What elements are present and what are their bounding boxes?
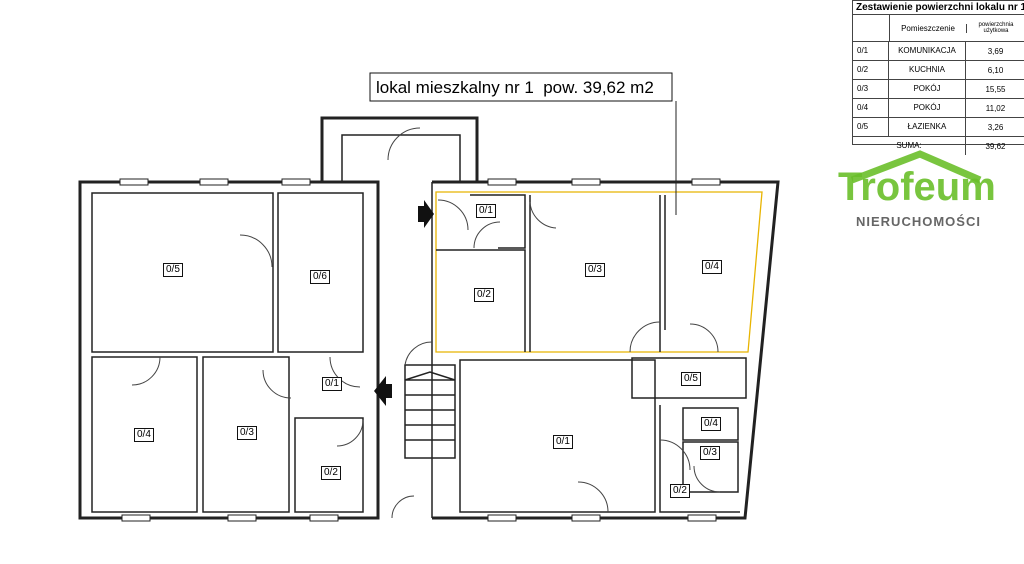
room-label: 0/2 xyxy=(321,466,341,480)
header-area: powierzchnia użytkowa xyxy=(978,22,1014,34)
table-cell-area: 11,02 xyxy=(985,103,1006,113)
apartment-outline xyxy=(435,191,763,353)
table-cell-name: KUCHNIA xyxy=(889,61,966,79)
windows xyxy=(119,178,721,522)
table-cell-name: POKÓJ xyxy=(889,80,966,98)
table-cell-area: 15,55 xyxy=(985,84,1006,94)
room-label: 0/1 xyxy=(322,377,342,391)
room-label: 0/3 xyxy=(237,426,257,440)
table-title: Zestawienie powierzchni lokalu nr 1 xyxy=(853,1,1024,15)
table-cell-area: 3,69 xyxy=(987,46,1004,56)
room-label: 0/2 xyxy=(670,484,690,498)
table-cell-no: 0/3 xyxy=(853,80,889,98)
area-table: Zestawienie powierzchni lokalu nr 1 Pomi… xyxy=(852,0,1024,155)
entrance-arrow-icon xyxy=(418,200,434,228)
left-rooms xyxy=(91,192,364,513)
table-cell-no: 0/2 xyxy=(853,61,889,79)
room-label: 0/1 xyxy=(476,204,496,218)
title-box xyxy=(369,72,673,102)
room-label: 0/4 xyxy=(702,260,722,274)
apartment-rooms xyxy=(436,194,747,399)
table-cell-name: KOMUNIKACJA xyxy=(889,42,966,60)
table-cell-no: 0/5 xyxy=(853,118,889,136)
room-label: 0/6 xyxy=(310,270,330,284)
room-label: 0/3 xyxy=(585,263,605,277)
entrance-arrow-icon xyxy=(374,376,392,406)
header-room: Pomieszczenie xyxy=(890,23,967,33)
lower-right-rooms xyxy=(459,359,740,513)
staircase xyxy=(391,341,456,519)
table-cell-name: ŁAZIENKA xyxy=(889,118,966,136)
table-cell-no: 0/1 xyxy=(853,42,889,60)
room-label: 0/5 xyxy=(681,372,701,386)
table-cell-no: 0/4 xyxy=(853,99,889,117)
room-label: 0/3 xyxy=(700,446,720,460)
sum-value: 39,62 xyxy=(985,141,1006,151)
room-label: 0/1 xyxy=(553,435,573,449)
room-label: 0/4 xyxy=(701,417,721,431)
table-cell-name: POKÓJ xyxy=(889,99,966,117)
room-label: 0/4 xyxy=(134,428,154,442)
title-text: lokal mieszkalny nr 1 pow. 39,62 m2 xyxy=(376,78,654,97)
table-cell-area: 3,26 xyxy=(987,122,1004,132)
table-cell-area: 6,10 xyxy=(987,65,1004,75)
room-label: 0/2 xyxy=(474,288,494,302)
building-walls xyxy=(78,116,780,520)
sum-label: SUMA: xyxy=(853,137,966,155)
room-label: 0/5 xyxy=(163,263,183,277)
